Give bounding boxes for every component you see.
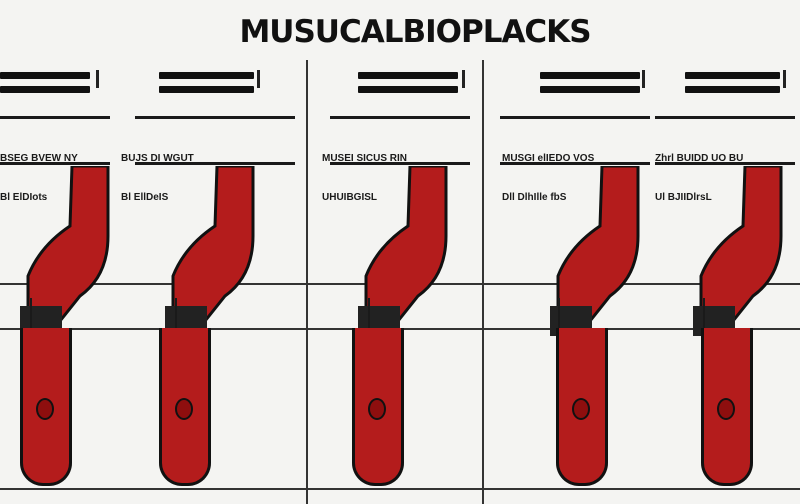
panel-2: BUJS DI WGUT Bl EllDeIS	[121, 58, 295, 504]
panel-label-line2: UHUIBGISL	[322, 192, 377, 203]
panel-label-line1: BSEG BVEW NY	[0, 153, 78, 164]
top-bar	[685, 86, 780, 93]
tube-mark	[717, 398, 735, 420]
red-tube-bend	[165, 166, 255, 336]
panel-5: Zhrl BUIDD UO BU Ul BJIIDlrsL	[655, 58, 795, 504]
red-tube	[20, 328, 72, 486]
panel-label-line2: Bl EllDeIS	[121, 192, 169, 203]
top-bar	[0, 72, 90, 79]
tick	[783, 70, 786, 88]
tube-stem	[368, 298, 370, 328]
label-rule	[0, 162, 110, 165]
panel-label-line2: Ul BJIIDlrsL	[655, 192, 712, 203]
panel-label-line2: Bl ElDIots	[0, 192, 48, 203]
top-bar	[540, 86, 640, 93]
tick	[96, 70, 99, 88]
panel-label-line1: MUSGI elIEDO VOS	[502, 153, 595, 164]
tube-mark	[175, 398, 193, 420]
page-title: MUSUCALBIOPLACKS	[239, 14, 591, 50]
label-rule	[330, 116, 470, 119]
label-rule	[500, 116, 650, 119]
red-tube	[556, 328, 608, 486]
panel-label: Zhrl BUIDD UO BU Ul BJIIDlrsL	[655, 126, 743, 230]
tick	[462, 70, 465, 88]
panel-4: MUSGI elIEDO VOS Dll DlhIlle fbS	[500, 58, 650, 504]
red-tube	[701, 328, 753, 486]
grid-line	[482, 60, 484, 504]
label-rule	[655, 116, 795, 119]
tube-stem	[703, 298, 705, 328]
red-tube-bend	[550, 166, 640, 336]
tube-stem	[30, 298, 32, 328]
top-bar	[540, 72, 640, 79]
red-tube-bend	[20, 166, 110, 336]
top-bar	[358, 72, 458, 79]
label-rule	[655, 162, 795, 165]
panel-1: BSEG BVEW NY Bl ElDIots	[0, 58, 140, 504]
top-bar	[159, 72, 254, 79]
panel-label-line1: MUSEI SICUS RIN	[322, 153, 408, 164]
top-bar	[159, 86, 254, 93]
red-tube-bend	[693, 166, 783, 336]
tube-mark	[36, 398, 54, 420]
tick	[642, 70, 645, 88]
red-tube-bend	[358, 166, 448, 336]
label-rule	[135, 162, 295, 165]
top-bar	[685, 72, 780, 79]
panel-label-line1: Zhrl BUIDD UO BU	[655, 153, 744, 164]
label-rule	[135, 116, 295, 119]
panel-label: BUJS DI WGUT Bl EllDeIS	[121, 126, 194, 230]
tube-stem	[558, 298, 560, 328]
red-tube	[352, 328, 404, 486]
grid-line	[306, 60, 308, 504]
panel-3: MUSEI SICUS RIN UHUIBGISL	[322, 58, 470, 504]
label-rule	[500, 162, 650, 165]
panel-label: MUSGI elIEDO VOS Dll DlhIlle fbS	[502, 126, 594, 230]
panel-label-line1: BUJS DI WGUT	[121, 153, 194, 164]
panel-label: MUSEI SICUS RIN UHUIBGISL	[322, 126, 407, 230]
label-rule	[0, 116, 110, 119]
panel-label: BSEG BVEW NY Bl ElDIots	[0, 126, 78, 230]
top-bar	[358, 86, 458, 93]
tick	[257, 70, 260, 88]
panel-label-line2: Dll DlhIlle fbS	[502, 192, 567, 203]
tube-mark	[572, 398, 590, 420]
label-rule	[330, 162, 470, 165]
red-tube	[159, 328, 211, 486]
grid-line	[0, 488, 800, 490]
tube-stem	[175, 298, 177, 328]
tube-mark	[368, 398, 386, 420]
top-bar	[0, 86, 90, 93]
